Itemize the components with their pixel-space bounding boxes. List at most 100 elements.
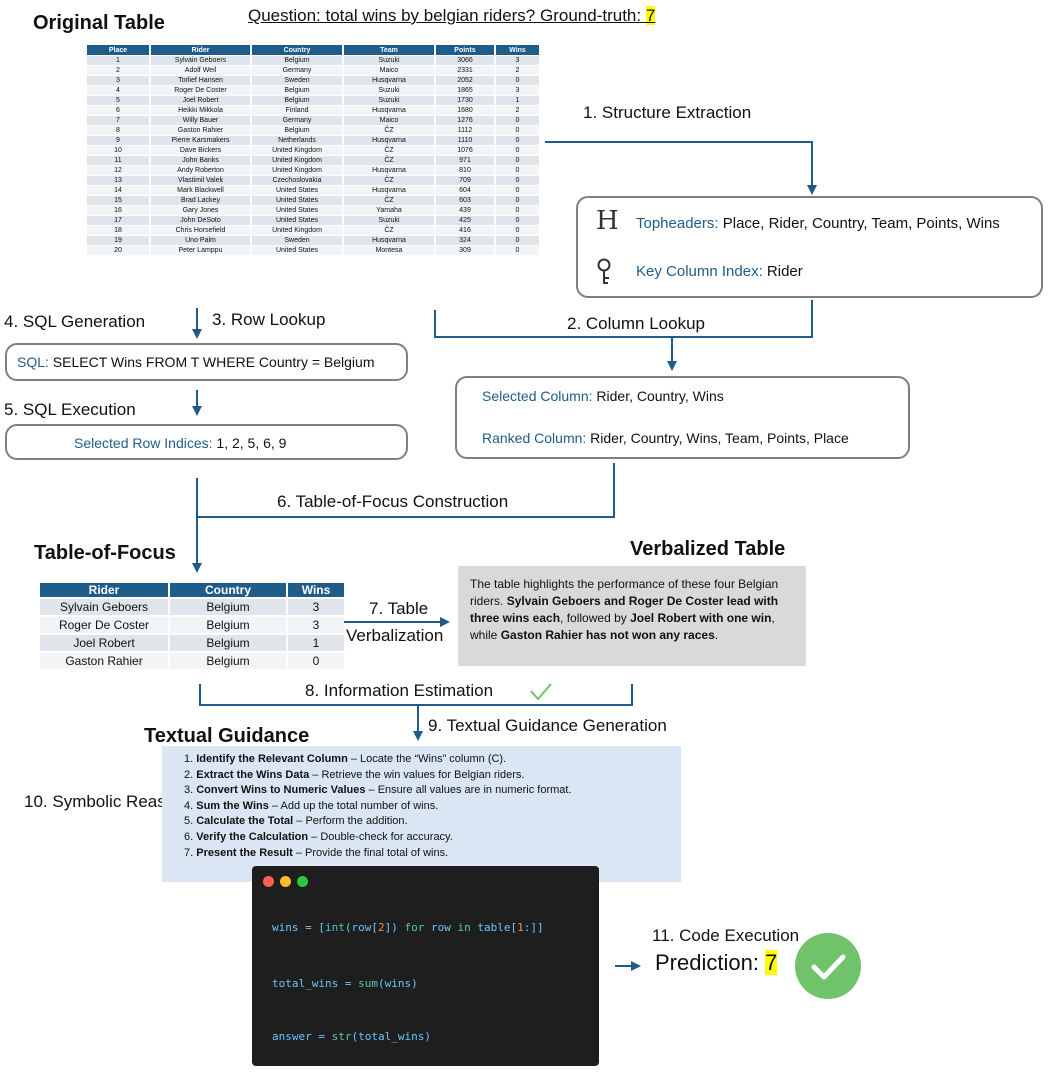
original-table-cell: Sweden: [252, 236, 342, 245]
original-column-header: Country: [252, 45, 342, 55]
original-table-cell: 1276: [436, 116, 494, 125]
original-table-cell: 12: [87, 166, 149, 175]
original-table-cell: Germany: [252, 66, 342, 75]
original-table-cell: 15: [87, 196, 149, 205]
original-table-cell: 1680: [436, 106, 494, 115]
topheaders-label: Topheaders:: [636, 215, 719, 232]
original-table-cell: 810: [436, 166, 494, 175]
original-table-cell: John DeSoto: [151, 216, 250, 225]
original-table-cell: Sylvain Geboers: [151, 56, 250, 65]
original-table-cell: 3: [496, 86, 539, 95]
step-structure-extraction: 1. Structure Extraction: [583, 103, 752, 122]
guidance-item-text: – Double-check for accuracy.: [308, 830, 453, 843]
guidance-item: 3. Convert Wins to Numeric Values – Ensu…: [184, 783, 659, 799]
column-selection-box: Selected Column: Rider, Country, Wins Ra…: [455, 376, 910, 459]
focus-column-header: Rider: [40, 583, 168, 597]
original-table-cell: 14: [87, 186, 149, 195]
original-table-cell: 0: [496, 116, 539, 125]
focus-column-header: Country: [170, 583, 286, 597]
focus-table-cell: Belgium: [170, 635, 286, 651]
original-table-cell: 18: [87, 226, 149, 235]
focus-table-cell: 3: [288, 599, 344, 615]
original-table-cell: 0: [496, 196, 539, 205]
original-table-cell: 3: [87, 76, 149, 85]
original-table-cell: 0: [496, 166, 539, 175]
guidance-item-title: Convert Wins to Numeric Values: [196, 784, 366, 797]
original-table-cell: United States: [252, 246, 342, 255]
textual-guidance-heading: Textual Guidance: [144, 725, 310, 747]
original-table-cell: 11: [87, 156, 149, 165]
original-table-cell: United States: [252, 216, 342, 225]
guidance-item-title: Present the Result: [196, 846, 293, 859]
original-table-cell: Netherlands: [252, 136, 342, 145]
verbalized-bold-3: Gaston Rahier has not won any races: [500, 628, 715, 642]
original-table-cell: 1865: [436, 86, 494, 95]
verbalized-text-box: The table highlights the performance of …: [458, 566, 806, 666]
original-table-cell: John Banks: [151, 156, 250, 165]
guidance-item-number: 2.: [184, 768, 197, 781]
original-table-cell: 7: [87, 116, 149, 125]
sql-label: SQL:: [17, 354, 49, 370]
original-table-heading: Original Table: [33, 12, 165, 34]
original-table-cell: 1730: [436, 96, 494, 105]
original-table-cell: United Kingdom: [252, 146, 342, 155]
verbalized-bold-1: Sylvain Geboers and Roger De Coster lead…: [470, 594, 779, 625]
original-table-cell: 1: [87, 56, 149, 65]
original-table-cell: Finland: [252, 106, 342, 115]
original-table-cell: 0: [496, 136, 539, 145]
original-table-cell: Dave Bickers: [151, 146, 250, 155]
window-close-dot: [263, 876, 274, 887]
original-table-cell: Husqvarna: [344, 236, 434, 245]
original-table-cell: 19: [87, 236, 149, 245]
step-row-lookup: 3. Row Lookup: [212, 310, 326, 329]
original-table-cell: United Kingdom: [252, 156, 342, 165]
original-table-cell: 3066: [436, 56, 494, 65]
focus-table-cell: 3: [288, 617, 344, 633]
original-table-cell: Montesa: [344, 246, 434, 255]
original-table-cell: 604: [436, 186, 494, 195]
original-table-cell: 10: [87, 146, 149, 155]
original-table-cell: 8: [87, 126, 149, 135]
row-indices-value: 1, 2, 5, 6, 9: [216, 435, 287, 451]
step-column-lookup: 2. Column Lookup: [567, 314, 705, 333]
guidance-item-number: 1.: [184, 753, 197, 765]
guidance-item-number: 7.: [184, 846, 197, 859]
original-table-cell: Belgium: [252, 96, 342, 105]
original-table-cell: 425: [436, 216, 494, 225]
row-indices-line: Selected Row Indices: 1, 2, 5, 6, 9: [74, 435, 286, 451]
guidance-item: 7. Present the Result – Provide the fina…: [184, 846, 659, 862]
original-table-cell: 6: [87, 106, 149, 115]
guidance-item-title: Verify the Calculation: [196, 830, 309, 843]
topheaders-value: Place, Rider, Country, Team, Points, Win…: [722, 215, 1000, 232]
verbalized-text-3: , while: [470, 611, 775, 642]
selected-column-value: Rider, Country, Wins: [596, 388, 724, 404]
original-column-header: Rider: [151, 45, 250, 55]
ranked-column-line: Ranked Column: Rider, Country, Wins, Tea…: [482, 430, 849, 446]
verbalized-text-1: The table highlights the performance of …: [470, 577, 779, 608]
original-table-cell: Adolf Weil: [151, 66, 250, 75]
original-table-cell: 1076: [436, 146, 494, 155]
guidance-item: 6. Verify the Calculation – Double-check…: [184, 830, 659, 846]
guidance-list: 1. Identify the Relevant Column – Locate…: [184, 752, 659, 861]
step-sql-execution: 5. SQL Execution: [4, 400, 136, 419]
original-column-header: Place: [87, 45, 149, 55]
original-table-cell: Belgium: [252, 86, 342, 95]
row-indices-label: Selected Row Indices:: [74, 435, 213, 451]
original-table-cell: Maico: [344, 116, 434, 125]
original-table-cell: 1110: [436, 136, 494, 145]
original-table-cell: Gary Jones: [151, 206, 250, 215]
original-table-cell: Belgium: [252, 126, 342, 135]
